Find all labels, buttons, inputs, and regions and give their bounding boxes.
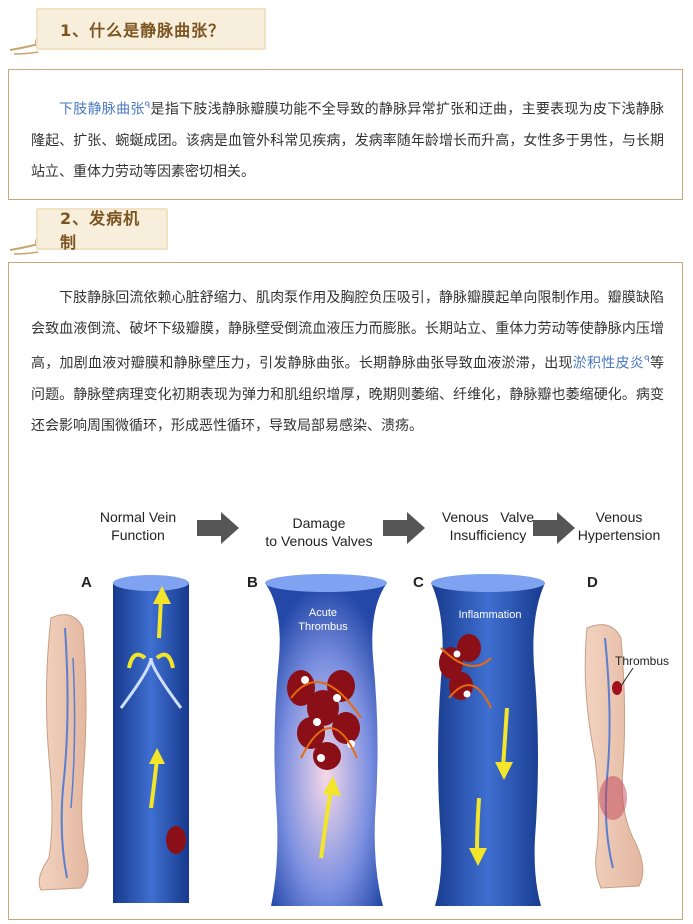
stage-a-title-line2: Function: [111, 527, 165, 543]
stage-a-letter: A: [81, 574, 92, 591]
stage-d-letter: D: [587, 574, 598, 591]
varicose-veins-link[interactable]: 下肢静脉曲张: [59, 101, 145, 118]
stasis-dermatitis-link[interactable]: 淤积性皮炎: [572, 355, 645, 372]
stage-b-title-line1: Damage: [292, 515, 346, 531]
stage-b-letter: B: [247, 574, 258, 591]
arrow-right-icon: [533, 512, 575, 544]
acute-label-line1: Acute: [308, 607, 338, 619]
thrombus-label: Thrombus: [615, 654, 670, 668]
arrow-right-icon: [197, 512, 239, 544]
section-2-box: 下肢静脉回流依赖心脏舒缩力、肌肉泵作用及胸腔负压吸引，静脉瓣膜起单向限制作用。瓣…: [8, 262, 683, 920]
section-1-box: 下肢静脉曲张ᑫ是指下肢浅静脉瓣膜功能不全导致的静脉异常扩张和迂曲，主要表现为皮下…: [8, 69, 683, 200]
normal-vein-tube: [113, 583, 189, 903]
section-2-title: 2、发病机制: [60, 209, 141, 252]
stage-d-title-line1: Venous: [595, 509, 643, 525]
acute-thrombus-label: Acute Thrombus: [283, 606, 363, 634]
acute-thrombus-clot: [287, 670, 362, 770]
section-2-paragraph: 下肢静脉回流依赖心脏舒缩力、肌肉泵作用及胸腔负压吸引，静脉瓣膜起单向限制作用。瓣…: [31, 283, 664, 442]
search-icon[interactable]: ᑫ: [144, 101, 151, 111]
search-icon[interactable]: ᑫ: [644, 355, 650, 365]
section-2-header: 2、发病机制: [8, 208, 308, 258]
section-1-header: 1、什么是静脉曲张？: [8, 8, 308, 58]
leg-illustration: [38, 614, 89, 891]
inflammation-clot: [439, 634, 492, 709]
stage-c-title-line1: Venous Valve: [441, 509, 535, 525]
section-1-paragraph: 下肢静脉曲张ᑫ是指下肢浅静脉瓣膜功能不全导致的静脉异常扩张和迂曲，主要表现为皮下…: [31, 91, 664, 188]
stage-d-title-line2: Hypertension: [577, 527, 661, 543]
stage-a-title: Normal Vein Function: [83, 508, 193, 544]
stage-b-title: Damage to Venous Valves: [249, 514, 389, 550]
section-1-title: 1、什么是静脉曲张？: [60, 21, 226, 40]
inflammation-label: Inflammation: [458, 609, 522, 621]
stage-c-title: Venous Valve Insufficiency: [423, 508, 553, 544]
insufficient-vein-tube: [431, 583, 545, 906]
stage-c-letter: C: [413, 574, 424, 591]
figure-illustration: [38, 512, 644, 906]
section-1-body: 是指下肢浅静脉瓣膜功能不全导致的静脉异常扩张和迂曲，主要表现为皮下浅静脉隆起、扩…: [31, 101, 665, 180]
section-2-body-after: 等问题。静脉壁病理变化初期表现为弹力和肌组织增厚，晚期则萎缩、纤维化，静脉瓣也萎…: [31, 355, 665, 434]
section-2-title-tag: 2、发病机制: [36, 208, 168, 252]
arrow-right-icon: [383, 512, 425, 544]
blood-cell: [166, 826, 186, 854]
stage-b-title-line2: to Venous Valves: [265, 533, 373, 549]
stage-d-title: Venous Hypertension: [569, 508, 669, 544]
stage-c-title-line2: Insufficiency: [449, 527, 527, 543]
acute-label-line2: Thrombus: [298, 621, 348, 633]
leg-thrombus-illustration: [584, 624, 644, 889]
section-2-body-before: 下肢静脉回流依赖心脏舒缩力、肌肉泵作用及胸腔负压吸引，静脉瓣膜起单向限制作用。瓣…: [31, 290, 664, 372]
section-1-title-tag: 1、什么是静脉曲张？: [36, 8, 266, 50]
venous-pathology-figure: Normal Vein Function Damage to Venous Va…: [21, 458, 672, 913]
stage-a-title-line1: Normal Vein: [99, 509, 177, 525]
